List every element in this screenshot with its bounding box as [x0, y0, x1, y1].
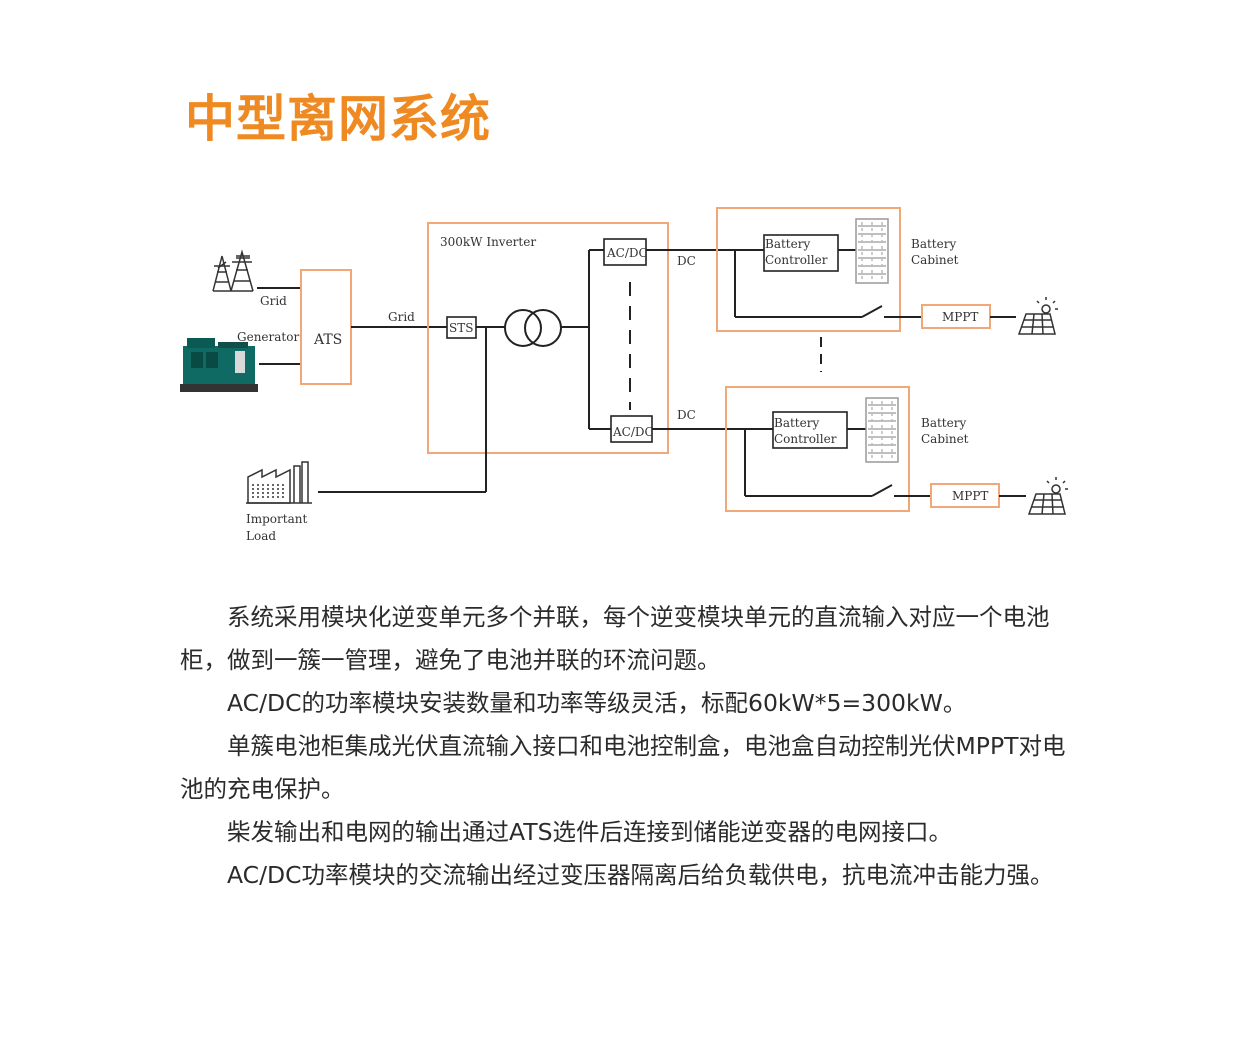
mppt-bottom-label: MPPT — [952, 489, 988, 503]
grid-line-label: Grid — [388, 310, 415, 324]
mppt-top-label: MPPT — [942, 310, 978, 324]
battery-controller-bottom-line1: Battery — [774, 416, 819, 430]
dc-top-label: DC — [677, 254, 696, 268]
description: 系统采用模块化逆变单元多个并联，每个逆变模块单元的直流输入对应一个电池柜，做到一… — [180, 596, 1080, 897]
page-title: 中型离网系统 — [185, 90, 491, 148]
description-paragraph: 柴发输出和电网的输出通过ATS选件后连接到储能逆变器的电网接口。 — [227, 818, 953, 846]
acdc-top-label: AC/DC — [606, 246, 648, 260]
dc-bottom-label: DC — [677, 408, 696, 422]
description-paragraph: 单簇电池柜集成光伏直流输入接口和电池控制盒，电池盒自动控制光伏MPPT对电池的充… — [180, 732, 1066, 803]
solar-panel-icon — [1027, 477, 1068, 515]
ats-box — [300, 269, 352, 385]
description-paragraph: AC/DC功率模块的交流输出经过变压器隔离后给负载供电，抗电流冲击能力强。 — [227, 861, 1054, 889]
sts-label: STS — [449, 321, 473, 335]
solar-panel-icon — [1017, 297, 1058, 335]
battery-rack-icon — [865, 397, 899, 463]
transformer-icon — [504, 309, 542, 347]
battery-cabinet-bottom-line2: Cabinet — [921, 432, 969, 446]
ats-label: ATS — [313, 332, 342, 348]
generator-icon — [180, 338, 258, 392]
battery-controller-top-line2: Controller — [765, 253, 828, 267]
battery-cabinet-bottom-line1: Battery — [921, 416, 966, 430]
load-label-line2: Load — [246, 529, 276, 543]
inverter-label: 300kW Inverter — [440, 235, 536, 249]
description-paragraph: AC/DC的功率模块安装数量和功率等级灵活，标配60kW*5=300kW。 — [227, 689, 967, 717]
battery-controller-bottom-line2: Controller — [774, 432, 837, 446]
power-tower-icon — [212, 249, 254, 292]
system-diagram: Grid Generator ATS Grid 300kW Inverter S… — [180, 207, 1068, 543]
inverter-box — [427, 222, 669, 454]
battery-cabinet-top — [716, 207, 901, 332]
acdc-bottom-box — [610, 415, 653, 443]
description-paragraph: 系统采用模块化逆变单元多个并联，每个逆变模块单元的直流输入对应一个电池柜，做到一… — [180, 603, 1050, 674]
battery-controller-top-line1: Battery — [765, 237, 810, 251]
battery-rack-icon — [855, 218, 889, 284]
acdc-bottom-label: AC/DC — [612, 425, 654, 439]
load-label-line1: Important — [246, 512, 307, 526]
grid-source-label: Grid — [260, 294, 287, 308]
battery-cabinet-bottom — [725, 386, 910, 512]
battery-cabinet-top-line1: Battery — [911, 237, 956, 251]
generator-label: Generator — [237, 330, 299, 344]
factory-icon — [246, 461, 312, 504]
acdc-top-box — [603, 238, 647, 266]
battery-cabinet-top-line2: Cabinet — [911, 253, 959, 267]
battery-controller-top — [763, 234, 839, 272]
